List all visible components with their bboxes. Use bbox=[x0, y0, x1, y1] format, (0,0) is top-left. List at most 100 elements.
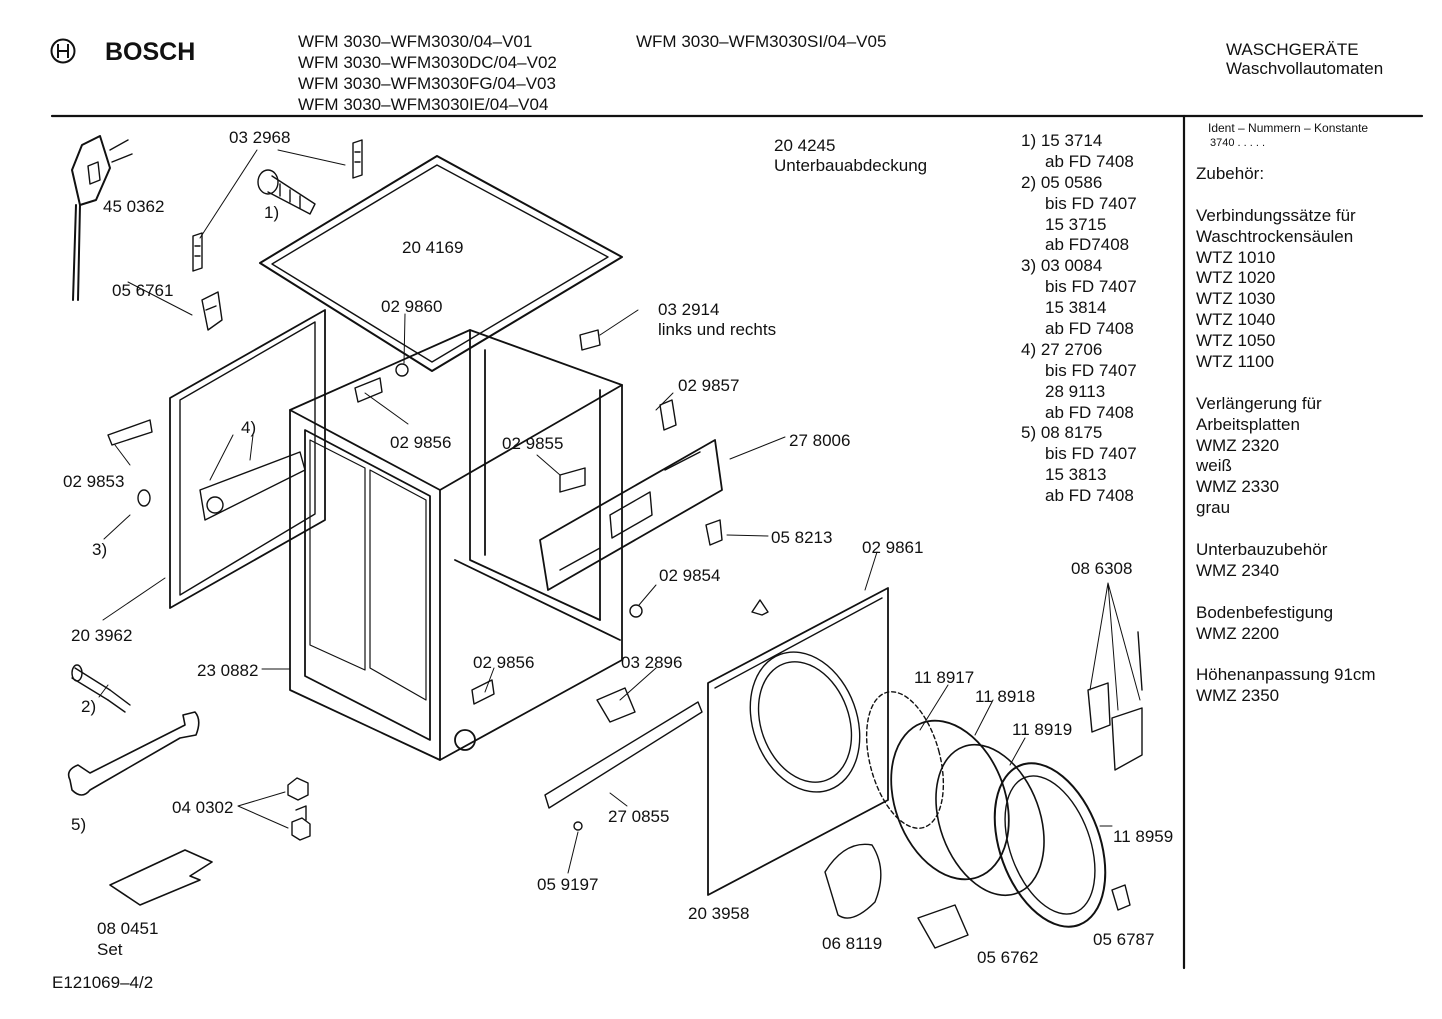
part-label: 27 8006 bbox=[789, 431, 851, 450]
foot-plate-icon bbox=[109, 849, 213, 906]
hinge-icon bbox=[596, 687, 636, 723]
sidebar-line: Verlängerung für bbox=[1196, 393, 1322, 413]
grommet-icon bbox=[395, 363, 409, 377]
footnote-line: 15 3813 bbox=[1045, 465, 1107, 485]
bracket-icon bbox=[201, 291, 223, 331]
footnote-line: ab FD 7408 bbox=[1045, 402, 1134, 422]
power-plug-icon bbox=[71, 135, 133, 301]
sidebar-line: WMZ 2330 bbox=[1196, 477, 1280, 497]
brand-name: BOSCH bbox=[105, 38, 196, 66]
part-label: 05 8213 bbox=[771, 528, 833, 547]
part-label: 02 9860 bbox=[381, 297, 443, 316]
door-inner-ring bbox=[993, 762, 1107, 928]
footnote-line: bis FD 7407 bbox=[1045, 444, 1137, 464]
handle-icon bbox=[824, 843, 882, 919]
part-label: 05 6762 bbox=[977, 948, 1039, 967]
wrench-icon bbox=[67, 711, 200, 796]
sidebar-line: WTZ 1040 bbox=[1196, 310, 1276, 330]
part-label: 02 9853 bbox=[63, 472, 125, 491]
part-label: 02 9855 bbox=[502, 434, 564, 453]
bosch-logo-icon bbox=[50, 38, 76, 64]
sidebar-line: WTZ 1100 bbox=[1196, 352, 1275, 372]
clip-icon bbox=[471, 679, 495, 705]
clip-icon bbox=[579, 329, 601, 351]
cabinet-frame bbox=[289, 329, 623, 761]
clip-icon bbox=[354, 377, 383, 403]
hinge-bracket-icon bbox=[1087, 631, 1143, 771]
bracket-icon bbox=[705, 519, 723, 546]
footnote-line: ab FD 7408 bbox=[1045, 151, 1134, 171]
sidebar-line: WTZ 1030 bbox=[1196, 289, 1276, 309]
model-line-4: WFM 3030–WFM3030IE/04–V04 bbox=[298, 95, 549, 114]
ident-label: Ident – Nummern – Konstante bbox=[1208, 121, 1369, 135]
part-label: Set bbox=[97, 940, 123, 959]
sidebar-line: Bodenbefestigung bbox=[1196, 602, 1334, 622]
part-label: 02 9856 bbox=[390, 433, 452, 452]
part-label: 05 6761 bbox=[112, 281, 174, 300]
part-label: 03 2968 bbox=[229, 128, 291, 147]
category-subtitle: Waschvollautomaten bbox=[1226, 59, 1384, 78]
sidebar-line: WMZ 2200 bbox=[1196, 623, 1280, 643]
part-label: 11 8917 bbox=[914, 668, 975, 687]
footnote-line: 5) 08 8175 bbox=[1021, 423, 1103, 443]
footnote-line: 15 3814 bbox=[1045, 298, 1107, 318]
model-line-1: WFM 3030–WFM3030/04–V01 bbox=[298, 32, 533, 51]
footnote-line: bis FD 7407 bbox=[1045, 193, 1137, 213]
footnote-line: ab FD 7408 bbox=[1045, 486, 1134, 506]
part-label: 4) bbox=[241, 418, 257, 437]
part-label: links und rechts bbox=[658, 320, 777, 339]
part-label: 08 6308 bbox=[1071, 559, 1133, 578]
pump-hose-icon bbox=[71, 664, 131, 713]
sidebar-line: WTZ 1050 bbox=[1196, 331, 1276, 351]
side-panel bbox=[169, 309, 326, 609]
drawing-code: E121069–4/2 bbox=[52, 973, 154, 992]
footnote-line: 1) 15 3714 bbox=[1021, 131, 1103, 150]
detergent-drawer-clip bbox=[559, 467, 586, 493]
front-panel bbox=[707, 587, 889, 896]
part-label: 11 8919 bbox=[1012, 720, 1073, 739]
footnote-line: bis FD 7407 bbox=[1045, 277, 1137, 297]
part-label: 1) bbox=[264, 203, 280, 222]
part-label: 05 9197 bbox=[537, 875, 599, 894]
footnote-line: 15 3715 bbox=[1045, 214, 1107, 234]
sidebar-line: weiß bbox=[1196, 456, 1232, 476]
part-label: Unterbauabdeckung bbox=[774, 156, 928, 175]
part-label: 20 4245 bbox=[774, 136, 836, 155]
footnote-line: 28 9113 bbox=[1045, 381, 1106, 401]
hinge-plate-icon bbox=[917, 904, 969, 949]
part-label: 04 0302 bbox=[172, 798, 234, 817]
sidebar-line: WMZ 2320 bbox=[1196, 435, 1280, 455]
footnote-line: ab FD7408 bbox=[1045, 235, 1130, 255]
clip-icon bbox=[352, 139, 363, 179]
part-label: 45 0362 bbox=[103, 197, 165, 216]
clip-icon bbox=[192, 232, 203, 272]
door-glass bbox=[935, 743, 1045, 897]
part-label: 11 8959 bbox=[1113, 827, 1174, 846]
ident-value: 3740 . . . . . bbox=[1210, 137, 1266, 149]
part-label: 02 9857 bbox=[678, 376, 740, 395]
part-label: 05 6787 bbox=[1093, 930, 1155, 949]
part-label: 02 9856 bbox=[473, 653, 535, 672]
footnote-line: bis FD 7407 bbox=[1045, 360, 1137, 380]
part-label: 20 3958 bbox=[688, 904, 750, 923]
sidebar-line: WMZ 2340 bbox=[1196, 560, 1280, 580]
screw-icon bbox=[573, 821, 583, 831]
part-label: 5) bbox=[71, 815, 87, 834]
part-label: 11 8918 bbox=[975, 687, 1036, 706]
sidebar-line: WTZ 1020 bbox=[1196, 268, 1276, 288]
part-label: 02 9854 bbox=[659, 566, 721, 585]
grommet-icon bbox=[629, 604, 643, 618]
sidebar-line: Zubehör: bbox=[1196, 164, 1265, 183]
sidebar-line: Höhenanpassung 91cm bbox=[1196, 665, 1376, 685]
sidebar-line: Unterbauzubehör bbox=[1196, 540, 1328, 560]
model-line-5: WFM 3030–WFM3030SI/04–V05 bbox=[636, 32, 887, 51]
footnotes-list: 1) 15 3714 ab FD 7408 2) 05 0586 bis FD … bbox=[1021, 131, 1137, 507]
door-seal-ring bbox=[865, 691, 945, 829]
sidebar-line: Verbindungssätze für bbox=[1196, 205, 1356, 225]
part-label: 08 0451 bbox=[97, 919, 159, 938]
sidebar-line: WTZ 1010 bbox=[1196, 247, 1276, 267]
accessories-list: Zubehör: Verbindungssätze für Waschtrock… bbox=[1196, 164, 1376, 707]
footnote-line: 3) 03 0084 bbox=[1021, 256, 1103, 276]
part-label: 3) bbox=[92, 540, 108, 559]
